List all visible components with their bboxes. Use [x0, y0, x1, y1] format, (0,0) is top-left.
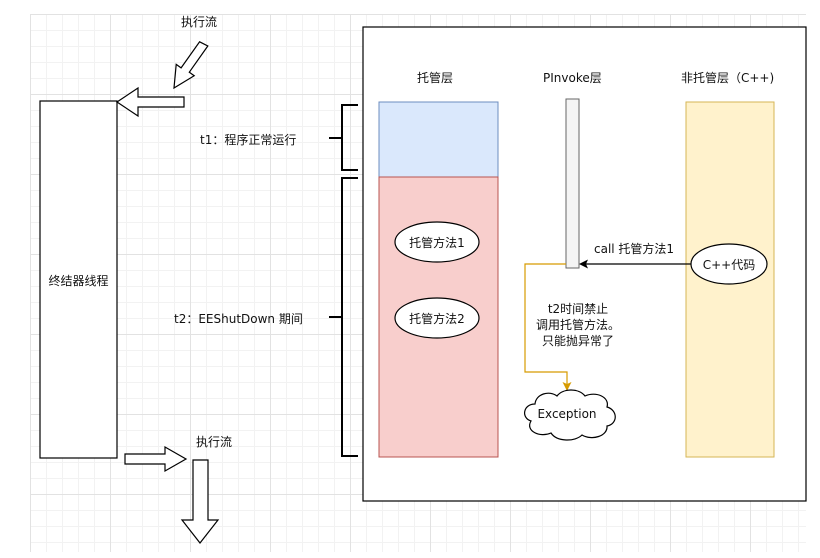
pinvoke-layer-title: PInvoke层: [543, 71, 602, 85]
pinvoke-bar: [565, 98, 580, 269]
exception-arrow-head: [562, 382, 572, 391]
exception-note-line-1: t2时间禁止: [547, 302, 609, 316]
managed-method-1-label: 托管方法1: [409, 236, 465, 250]
unmanaged-layer-title: 非托管层（C++): [681, 71, 775, 85]
managed-layer-title: 托管层: [417, 71, 454, 85]
finalizer-thread-label: 终结器线程: [48, 274, 109, 288]
exception-note-line-3: 只能抛异常了: [541, 334, 614, 348]
exception-cloud: [524, 389, 616, 441]
call-arrow-head: [579, 259, 588, 269]
out-thread-arrow: [124, 445, 188, 473]
call-arrow-label: call 托管方法1: [594, 242, 675, 256]
managed-method-2-label: 托管方法2: [409, 312, 465, 326]
t1-brace: [329, 104, 358, 171]
managed-method-2-ellipse: [394, 297, 480, 339]
exception-note: t2时间禁止 调用托管方法。 只能抛异常了: [523, 301, 633, 349]
exception-note-line-2: 调用托管方法。: [535, 318, 620, 332]
exec-flow-top-arrow: [173, 41, 209, 90]
cpp-code-label: C++代码: [702, 258, 756, 272]
exec-flow-top-label: 执行流: [181, 15, 218, 29]
exec-flow-bottom-arrow: [180, 459, 220, 544]
t2-label: t2：EEShutDown 期间: [174, 312, 303, 326]
managed-method-1-ellipse: [394, 221, 480, 263]
into-thread-arrow: [115, 86, 185, 118]
t1-label: t1：程序正常运行: [200, 133, 297, 147]
t2-brace: [329, 177, 358, 457]
managed-normal-region: [378, 101, 499, 178]
finalizer-thread-box: [39, 100, 118, 459]
exception-label: Exception: [537, 407, 597, 421]
exec-flow-bottom-label: 执行流: [196, 435, 233, 449]
exception-path: [524, 263, 568, 384]
